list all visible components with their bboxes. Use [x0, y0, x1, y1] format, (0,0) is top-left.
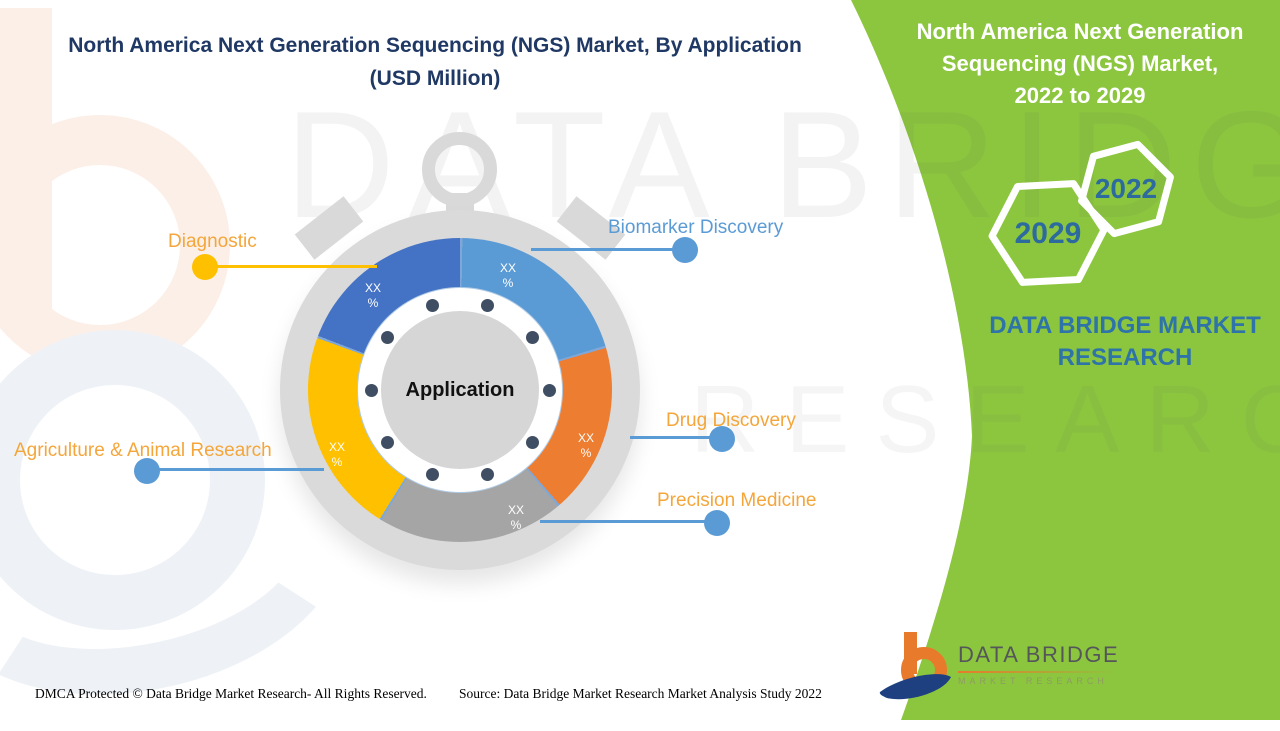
callout-dot-diagnostic: [192, 254, 218, 280]
data-bridge-logo: DATA BRIDGE MARKET RESEARCH: [878, 628, 1128, 712]
logo-tagline: MARKET RESEARCH: [958, 676, 1108, 686]
year-2022-text: 2022: [1095, 173, 1157, 204]
tick-dot: [525, 331, 539, 345]
logo-text: DATA BRIDGE MARKET RESEARCH: [958, 642, 1119, 686]
logo-b-icon: [879, 632, 951, 700]
tick-dot: [381, 435, 395, 449]
callout-line-diagnostic: [205, 265, 377, 268]
segment-share-precision: XX %: [507, 503, 525, 532]
panel-title: North America Next Generation Sequencing…: [916, 19, 1244, 108]
callout-line-agriculture: [152, 468, 324, 471]
callout-dot-biomarker: [672, 237, 698, 263]
brand-wordmark: DATA BRIDGE MARKET RESEARCH: [989, 312, 1261, 372]
callout-dot-precision: [704, 510, 730, 536]
logo-underline: [958, 671, 1116, 673]
callout-label-drug: Drug Discovery: [666, 410, 796, 431]
tick-dot: [425, 468, 439, 482]
tick-dot: [481, 468, 494, 482]
footer-dmca: DMCA Protected © Data Bridge Market Rese…: [35, 686, 427, 701]
tick-dot: [425, 298, 439, 312]
tick-dot: [381, 331, 395, 345]
callout-line-biomarker: [531, 248, 681, 251]
callout-line-drug: [630, 436, 716, 439]
year-2029-text: 2029: [1015, 217, 1082, 250]
callout-dot-agriculture: [134, 458, 160, 484]
callout-label-agriculture: Agriculture & Animal Research: [14, 440, 272, 461]
segment-share-drug: XX %: [577, 431, 595, 460]
stopwatch-donut-chart: Application XX % XX % XX % XX % XX %: [260, 132, 660, 590]
tick-dot: [481, 298, 494, 312]
segment-share-diagnostic: XX %: [364, 281, 382, 310]
callout-label-precision: Precision Medicine: [657, 490, 817, 511]
hexagon-2029: [988, 180, 1108, 286]
callout-label-diagnostic: Diagnostic: [168, 231, 257, 252]
tick-dot: [364, 383, 378, 397]
callout-line-precision: [540, 520, 710, 523]
logo-name: DATA BRIDGE: [958, 642, 1120, 667]
segment-share-biomarker: XX %: [499, 261, 517, 290]
chart-title: North America Next Generation Sequencing…: [68, 34, 802, 90]
footer-source: Source: Data Bridge Market Research Mark…: [459, 686, 822, 701]
tick-dot: [542, 383, 556, 397]
callout-dot-drug: [709, 426, 735, 452]
year-hexagons: 2022 2029: [988, 140, 1174, 286]
tick-dot: [525, 435, 539, 449]
segment-share-agriculture: XX %: [328, 440, 346, 469]
donut-center-label: Application: [381, 311, 539, 469]
callout-label-biomarker: Biomarker Discovery: [608, 217, 784, 238]
